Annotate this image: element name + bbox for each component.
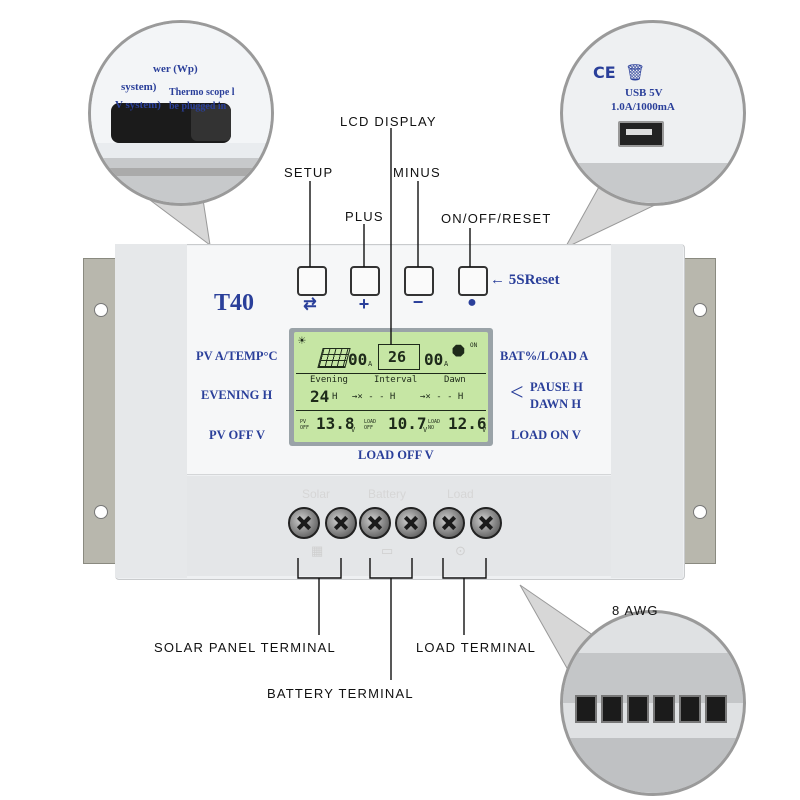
lcd-pv-current: 00 xyxy=(348,350,368,369)
inset-top-right-circle: CE 🗑 USB 5V 1.0A/1000mA xyxy=(560,20,746,206)
usb-port xyxy=(618,121,664,147)
lcd-on-indicator: ON xyxy=(470,342,478,349)
inset-text-4: Thermo scope l xyxy=(169,87,235,98)
pv-a-temp-label: PV A/TEMP°C xyxy=(196,349,278,363)
lcd-sun-icon: ☀ xyxy=(298,334,306,349)
lcd-pv-off-label: PV OFF xyxy=(300,419,310,431)
weee-icon: 🗑 xyxy=(625,63,646,82)
mount-hole-top-right xyxy=(693,303,707,317)
minus-button[interactable] xyxy=(404,266,434,296)
load-terminal-screw-1[interactable] xyxy=(433,507,465,539)
lcd-interval-value: →× - - H xyxy=(352,392,396,402)
lcd-unit-v-3: V xyxy=(482,426,487,434)
battery-terminal-screw-2[interactable] xyxy=(395,507,427,539)
model-label: T40 xyxy=(214,290,255,316)
load-terminal-screw-2[interactable] xyxy=(470,507,502,539)
lcd-interval-label: Interval xyxy=(374,375,418,385)
terminal-slot-row xyxy=(575,695,735,723)
pv-off-v-label: PV OFF V xyxy=(209,428,266,442)
load-terminal-callout: LOAD TERMINAL xyxy=(416,640,537,655)
plus-button[interactable] xyxy=(350,266,380,296)
plus-callout: PLUS xyxy=(345,209,384,224)
battery-terminal-callout: BATTERY TERMINAL xyxy=(267,686,414,701)
solar-terminal-icon: ▦ xyxy=(311,543,324,558)
load-terminal-icon: ⊙ xyxy=(455,543,466,558)
lcd-load-no-value: 12.6 xyxy=(448,414,487,433)
terminal-label-load: Load xyxy=(447,487,474,501)
inset-text-1: wer (Wp) xyxy=(153,63,198,75)
lcd-battery-icon: 26 xyxy=(378,344,420,370)
pause-h-label: PAUSE H xyxy=(530,380,583,394)
lcd-evening-label: Evening xyxy=(310,375,348,385)
lcd-divider xyxy=(296,373,486,374)
lcd-dawn-label: Dawn xyxy=(444,375,466,385)
lcd-evening-unit: H xyxy=(332,392,338,402)
lcd-unit-v-2: V xyxy=(423,426,428,434)
battery-terminal-screw-1[interactable] xyxy=(359,507,391,539)
pause-bracket: < xyxy=(510,380,524,406)
setup-button[interactable] xyxy=(297,266,327,296)
device-right-rail xyxy=(611,244,683,578)
solar-terminal-screw-2[interactable] xyxy=(325,507,357,539)
on-off-reset-callout: ON/OFF/RESET xyxy=(441,211,552,226)
bulb-icon: ● xyxy=(467,294,477,311)
usb-label-2: 1.0A/1000mA xyxy=(611,101,675,113)
inset-text-2: system) xyxy=(121,81,157,93)
inset-text-5: be plugged in xyxy=(169,101,227,112)
usb-label-1: USB 5V xyxy=(625,87,663,99)
load-on-v-label: LOAD ON V xyxy=(511,428,581,442)
plus-icon: + xyxy=(358,294,370,314)
mount-hole-top-left xyxy=(94,303,108,317)
swap-arrows-icon: ⇄ xyxy=(303,296,317,313)
lcd-load-off-value: 10.7 xyxy=(388,414,427,433)
ce-mark: CE xyxy=(593,63,616,82)
inset-top-left-circle: wer (Wp) system) V system) Thermo scope … xyxy=(88,20,274,206)
solar-terminal-screw-1[interactable] xyxy=(288,507,320,539)
minus-icon: − xyxy=(412,292,424,312)
terminal-label-solar: Solar xyxy=(302,487,331,501)
lcd-load-no-label: LOAD NO xyxy=(428,419,441,431)
on-off-reset-button[interactable] xyxy=(458,266,488,296)
battery-terminal-icon: ▭ xyxy=(381,543,394,558)
lcd-pv-off-value: 13.8 xyxy=(316,414,355,433)
solar-terminal-callout: SOLAR PANEL TERMINAL xyxy=(154,640,336,655)
inset-bottom-right-circle xyxy=(560,610,746,796)
evening-h-label: EVENING H xyxy=(201,388,273,402)
setup-callout: SETUP xyxy=(284,165,334,180)
lcd-bulb-icon: ⯃ xyxy=(452,342,465,361)
lcd-temp: 26 xyxy=(388,348,407,366)
device-left-rail xyxy=(115,244,187,578)
mount-hole-bottom-right xyxy=(693,505,707,519)
lcd-unit-v-1: V xyxy=(351,426,356,434)
awg-callout: 8 AWG xyxy=(612,603,659,618)
minus-callout: MINUS xyxy=(393,165,441,180)
lcd-unit-a-2: A xyxy=(444,360,449,368)
dawn-h-label: DAWN H xyxy=(530,397,582,411)
left-mounting-bracket xyxy=(83,258,117,564)
lcd-load-off-label: LOAD OFF xyxy=(364,419,377,431)
lcd-display-callout: LCD DISPLAY xyxy=(340,114,437,129)
inset-text-3: V system) xyxy=(115,99,161,111)
lcd-evening-value: 24 xyxy=(310,387,330,406)
lcd-load-current: 00 xyxy=(424,350,444,369)
bat-load-a-label: BAT%/LOAD A xyxy=(500,349,589,363)
reset-hint: ← 5SReset xyxy=(490,272,560,288)
lcd-dawn-value: →× - - H xyxy=(420,392,464,402)
terminal-label-battery: Battery xyxy=(368,487,407,501)
mount-hole-bottom-left xyxy=(94,505,108,519)
lcd-divider-2 xyxy=(296,410,486,411)
lcd-unit-a-1: A xyxy=(368,360,373,368)
load-off-v-label: LOAD OFF V xyxy=(358,448,434,462)
